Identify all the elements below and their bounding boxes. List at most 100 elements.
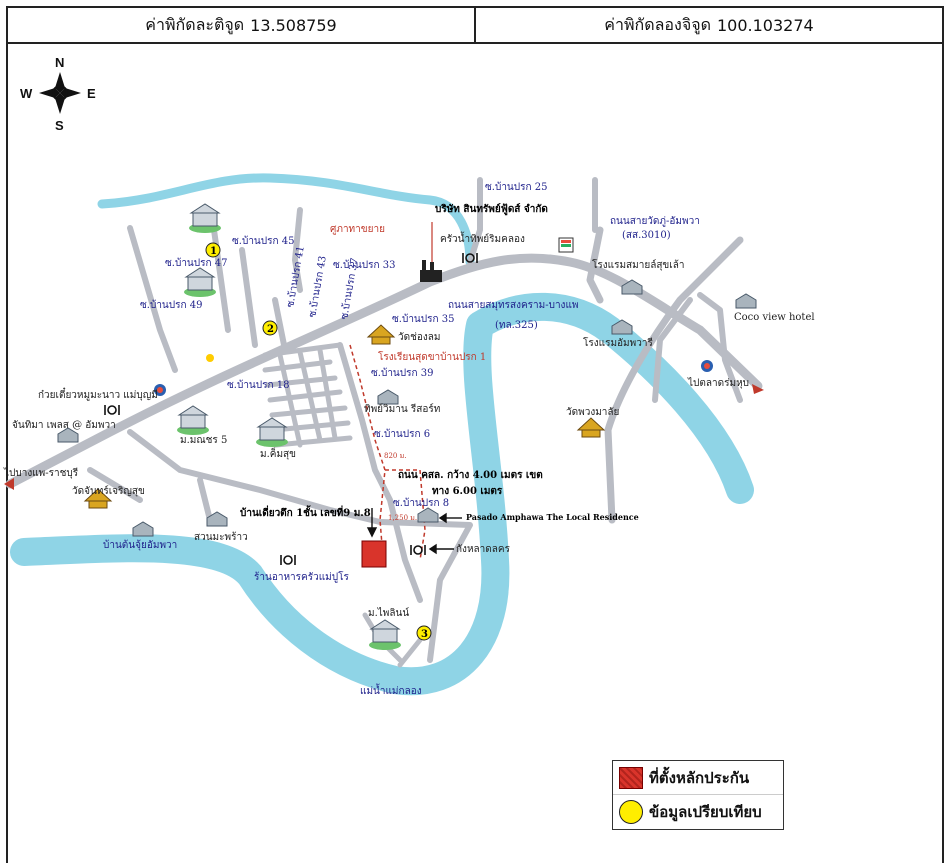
restaurant-icon — [280, 555, 296, 565]
label-soi-35: ซ.บ้านปรก 35 — [392, 313, 454, 325]
road-soi-37 — [337, 342, 423, 603]
latitude-cell: ค่าพิกัดละติจูด 13.508759 — [8, 8, 474, 42]
village-icon — [177, 405, 209, 435]
comparable-markers: 1 2 3 — [205, 242, 432, 641]
village-icon — [184, 267, 216, 297]
label-soi-43: ซ.บ้านปรก 43 — [306, 255, 329, 319]
building-icons — [57, 279, 757, 537]
left-border — [6, 44, 8, 863]
longitude-label: ค่าพิกัดลองจิจูด — [604, 14, 711, 34]
restaurant-icons — [104, 253, 478, 565]
compass-e: E — [87, 86, 96, 101]
label-resort: ทิพย์วิมาน รีสอร์ท — [364, 403, 440, 415]
label-soi-41: ซ.บ้านปรก 41 — [284, 245, 307, 309]
subject-property-marker — [361, 540, 387, 568]
label-village-suk: ม.ค็มสุข — [260, 446, 296, 460]
label-road-wat: ถนนสายวัดภู่-อัมพวา — [610, 216, 700, 227]
label-village-5: ม.มณชร 5 — [180, 435, 227, 446]
rivers — [10, 173, 754, 696]
building-icon — [417, 507, 439, 523]
label-river: แม่น้ำแม่กลอง — [360, 683, 422, 697]
convenience-store-icon — [558, 237, 574, 253]
map-legend: ที่ตั้งหลักประกัน ข้อมูลเปรียบเทียบ — [612, 760, 784, 830]
label-restaurant-1: ครัวน้ำทิพย์ริมคลอง — [440, 231, 525, 245]
building-icon — [206, 511, 228, 527]
label-wat-2: วัดพวงมาลัย — [566, 407, 619, 418]
label-hotel-coco: Coco view hotel — [734, 312, 815, 323]
roads — [5, 177, 763, 668]
label-soi-25: ซ.บ้านปรก 25 — [485, 181, 547, 193]
village-icon — [369, 619, 401, 650]
temple-icon — [83, 488, 113, 509]
road-right-branch — [652, 292, 743, 403]
label-road-width-2: ทาง 6.00 เมตร — [432, 486, 503, 497]
minor-marker-icon — [206, 354, 214, 362]
legend-comparables-label: ข้อมูลเปรียบเทียบ — [649, 802, 762, 821]
access-route — [349, 344, 426, 561]
right-border — [942, 44, 944, 863]
hotel-icon — [621, 279, 643, 295]
label-hotel-1: โรงแรมสมายล์สุขเล้า — [592, 258, 684, 271]
label-to-west: ไปบางแพ-ราชบุรี — [3, 467, 79, 479]
comparable-2-icon — [262, 320, 278, 336]
label-school: โรงเรียนสุดขาบ้านปรก 1 — [378, 350, 486, 363]
label-factory: บริษัท สินทรัพย์ฟู้ดส์ จำกัด — [435, 203, 548, 216]
label-soi-47: ซ.บ้านปรก 47 — [165, 257, 227, 269]
label-restaurant-2: ร้านอาหารครัวแม่ปูโร — [254, 570, 349, 583]
river-mae-klong — [10, 292, 754, 696]
river-canal-top — [97, 173, 475, 267]
label-soi-33: ซ.บ้านปรก 33 — [333, 259, 395, 271]
road-south-loop — [87, 429, 473, 663]
label-wat-1: วัดช่องลม — [398, 332, 441, 343]
label-food-stall: กังหลาดลคร — [456, 544, 511, 555]
hotel-icon — [611, 319, 633, 335]
comparable-2-number: 2 — [267, 324, 274, 335]
place-labels: บริษัท สินทรัพย์ฟู้ดส์ จำกัด ครัวน้ำทิพย… — [3, 203, 815, 697]
subject-swatch-icon — [619, 766, 643, 789]
label-garden: สวนมะพร้าว — [194, 531, 248, 543]
latitude-label: ค่าพิกัดละติจูด — [145, 14, 245, 34]
building-icon — [57, 427, 79, 443]
compass-rose-icon: N S E W — [20, 55, 96, 133]
label-hotel-2: โรงแรมอัมพวารี — [583, 336, 653, 349]
legend-row-comparables: ข้อมูลเปรียบเทียบ — [613, 794, 783, 828]
legend-row-subject: ที่ตั้งหลักประกัน — [613, 761, 783, 794]
compass-w: W — [20, 86, 33, 101]
village-icon — [256, 417, 288, 447]
village-icons — [177, 203, 401, 650]
legend-subject-label: ที่ตั้งหลักประกัน — [649, 768, 750, 787]
road-grid — [262, 342, 353, 448]
temple-icons — [83, 324, 606, 509]
label-soi-49: ซ.บ้านปรก 49 — [140, 299, 202, 311]
factory-icon — [420, 260, 442, 282]
comparable-1-icon — [205, 242, 221, 258]
label-police: ศูภาทาขยาย — [330, 224, 385, 235]
label-main-road: ถนนสายสมุทรสงคราม-บางแพ — [448, 300, 578, 311]
label-soi-18: ซ.บ้านปรก 18 — [227, 379, 289, 391]
arrow-southeast-icon — [752, 384, 764, 394]
label-distance-2: 1,250 ม. — [388, 514, 417, 522]
temple-icon — [576, 417, 606, 438]
restaurant-icon — [104, 405, 120, 415]
building-icon — [377, 389, 399, 405]
label-soi-45: ซ.บ้านปรก 45 — [232, 235, 294, 247]
comparable-swatch-icon — [619, 799, 643, 824]
label-main-road-code: (ทล.325) — [495, 320, 538, 331]
label-subject: บ้านเดี่ยวตึก 1ชั้น เลขที่9 ม.8 — [240, 505, 371, 519]
label-wat-3: วัดจันทร์เจริญสุข — [72, 485, 145, 497]
arrow-west-icon — [4, 478, 14, 490]
village-icon — [189, 203, 221, 233]
road-soi-45 — [127, 207, 303, 373]
compass-n: N — [55, 55, 64, 70]
label-village-pai: ม.ไพลินน์ — [368, 607, 409, 619]
label-soi-8: ซ.บ้านปรก 8 — [393, 497, 449, 509]
label-soi-6: ซ.บ้านปรก 6 — [374, 428, 430, 440]
comparable-1-number: 1 — [210, 246, 217, 257]
label-road-width: ถนน คสล. กว้าง 4.00 เมตร เขต — [398, 469, 543, 481]
label-soi-39: ซ.บ้านปรก 39 — [371, 367, 433, 379]
label-village-amphawa: บ้านต้นจุ้ยอัมพวา — [103, 539, 177, 551]
fuel-station-icon — [154, 360, 713, 396]
comparable-3-number: 3 — [421, 629, 428, 640]
road-to-south — [586, 226, 744, 524]
